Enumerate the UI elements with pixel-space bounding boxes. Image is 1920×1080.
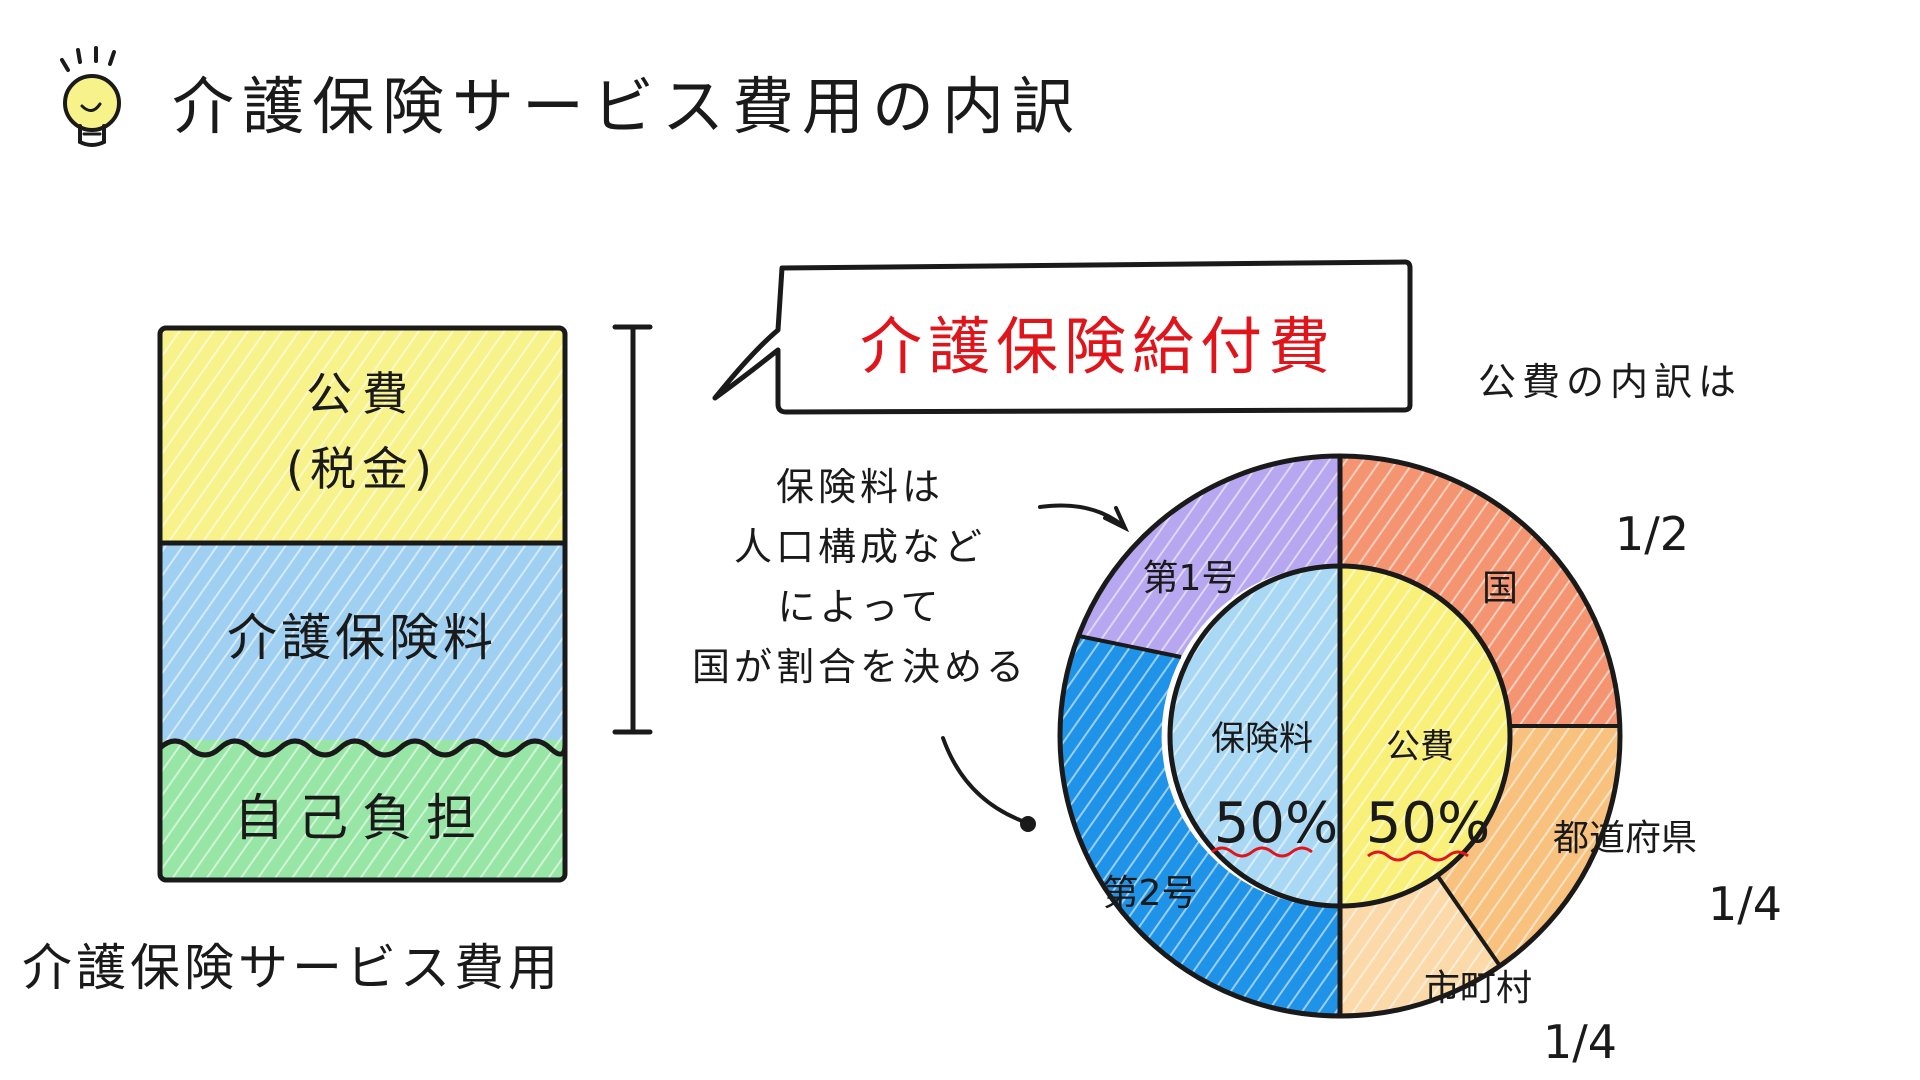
note-line-4: 国が割合を決める xyxy=(692,645,1028,689)
segment-label-tax: (税金) xyxy=(286,442,438,496)
segment-label-self-pay: 自己負担 xyxy=(234,789,490,847)
inner-label-premium: 保険料 xyxy=(1211,719,1313,759)
stacked-bar xyxy=(157,325,568,883)
callout-label: 介護保険給付費 xyxy=(860,310,1336,383)
fraction-national: 1/2 xyxy=(1615,507,1689,561)
speech-bubble xyxy=(712,259,1413,415)
bracket xyxy=(612,324,653,735)
outer-label-municipality: 市町村 xyxy=(1424,968,1532,1009)
fraction-municipality: 1/4 xyxy=(1543,1015,1617,1069)
arrow-to-first-insured xyxy=(1038,503,1130,533)
underline-squiggle-left xyxy=(1211,846,1313,858)
outer-label-first-insured: 第1号 xyxy=(1143,558,1238,599)
outer-label-prefecture: 都道府県 xyxy=(1553,818,1697,859)
donut-header: 公費の内訳は xyxy=(1478,360,1742,404)
inner-percent-premium: 50% xyxy=(1214,791,1338,856)
note-line-1: 保険料は xyxy=(776,465,944,509)
inner-label-public: 公費 xyxy=(1386,727,1454,767)
inner-percent-public: 50% xyxy=(1366,791,1490,856)
bar-caption: 介護保険サービス費用 xyxy=(22,939,562,997)
fraction-prefecture: 1/4 xyxy=(1708,877,1782,931)
segment-label-public: 公費 xyxy=(306,367,418,421)
note-line-3: によって xyxy=(778,585,943,629)
arrow-to-second-insured xyxy=(941,736,1036,832)
underline-squiggle-right xyxy=(1367,850,1469,862)
segment-label-premium: 介護保険料 xyxy=(227,609,497,667)
page-title: 介護保険サービス費用の内訳 xyxy=(172,70,1082,143)
lightbulb-icon xyxy=(60,46,121,147)
note-line-2: 人口構成など xyxy=(734,525,986,569)
outer-label-national: 国 xyxy=(1482,568,1518,609)
donut-chart xyxy=(1057,453,1623,1019)
outer-label-second-insured: 第2号 xyxy=(1103,873,1198,914)
